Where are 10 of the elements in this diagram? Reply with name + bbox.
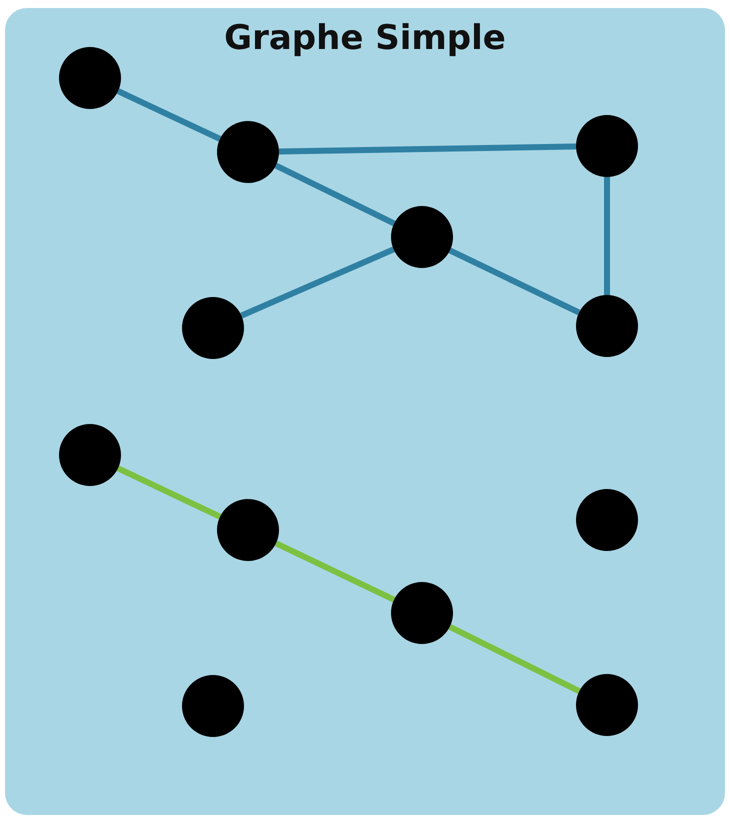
graph-edge [116, 466, 222, 520]
graph-edge [116, 88, 222, 142]
graph-edge [240, 246, 395, 318]
graph-edge [604, 177, 610, 295]
graph-edge [278, 144, 576, 154]
diagram-title: Graphe Simple [223, 18, 507, 58]
graph-edge [274, 540, 396, 602]
graph-edge [448, 248, 580, 316]
graph-edge [448, 624, 581, 694]
graph-edge [274, 162, 396, 226]
